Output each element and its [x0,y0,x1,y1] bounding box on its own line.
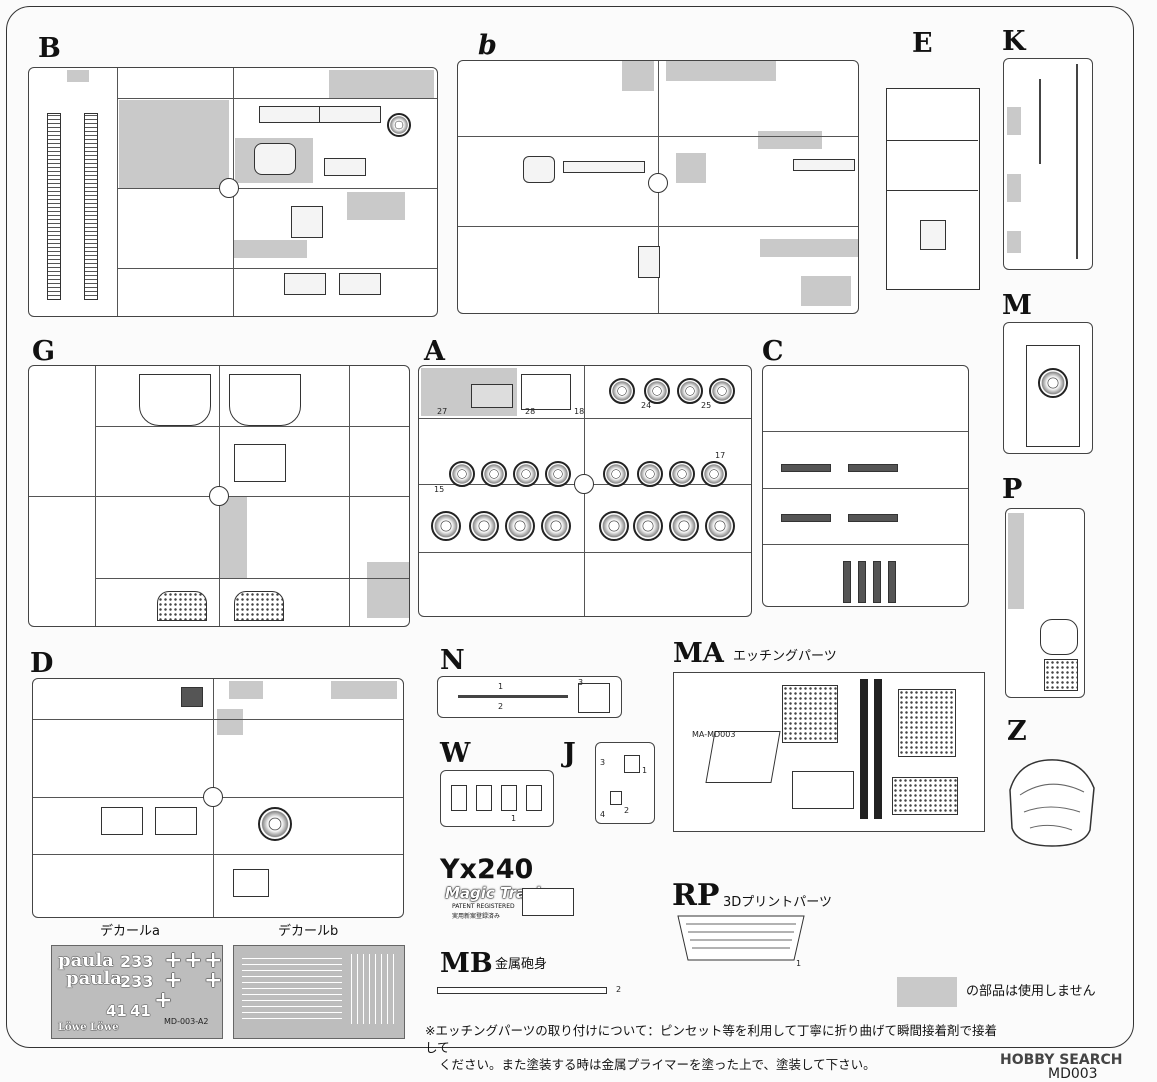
decal-sheet-a: paula paula 233 233 +++ ++ + 41 41 Löwe … [51,945,223,1039]
sprue-M [1003,322,1093,454]
decal-text: paula [66,968,122,989]
watermark: HOBBY SEARCH [1000,1052,1123,1068]
unused-parts-legend: の部品は使用しません [966,984,1096,999]
sprue-MA: MA-MD003 [673,672,985,832]
sprue-J: 3 4 1 2 [595,742,655,824]
decal-text: Löwe [58,1022,87,1033]
sprue-label-Z: Z [1007,716,1027,747]
sprue-P [1005,508,1085,698]
part-number: 3 [600,758,606,767]
sprue-label-P: P [1002,474,1023,505]
etching-note-line2: ください。また塗装する時は金属プライマーを塗った上で、塗装して下さい。 [439,1057,876,1072]
magic-track-label: Yx240 [440,854,534,885]
part-Z [1009,759,1095,847]
part-number: 3 [578,678,584,687]
sprue-E [878,60,986,310]
part-number: 1 [498,682,504,691]
decal-a-title: デカールa [100,924,160,939]
sprue-label-E: E [912,28,933,59]
sprue-label-G: G [32,336,56,367]
sprue-label-D: D [30,648,54,679]
decal-text: 41 [130,1002,151,1020]
decal-b-title: デカールb [278,924,339,939]
metal-barrel-subtitle: 金属砲身 [495,957,548,972]
sprue-label-B: B [38,33,61,64]
sprue-label-RP: RP [672,878,720,913]
product-code: MD003 [1048,1066,1098,1082]
sprue-label-W: W [440,738,471,769]
sheet-frame [6,6,1134,1048]
decal-sheet-b [233,945,405,1039]
sprue-B [28,67,438,317]
decal-code: MD-003-A2 [164,1017,209,1026]
decal-text: Löwe [90,1022,119,1033]
part-number: 2 [624,806,630,815]
part-number: 1 [511,814,517,823]
part-number: 1 [642,766,648,775]
sprue-C [762,365,969,607]
part-number: 15 [434,485,445,494]
sprue-label-MB: MB [440,948,493,979]
part-number: 17 [715,451,726,460]
part-number: 25 [701,401,712,410]
etching-note-line1: ※エッチングパーツの取り付けについて：ピンセット等を利用して丁寧に折り曲げて瞬間… [425,1023,997,1055]
sprue-label-A: A [424,336,445,367]
sprue-b [457,60,859,314]
track-link [522,888,574,916]
sprue-label-M: M [1002,290,1032,321]
sprue-label-MA: MA [673,638,724,669]
part-number: 27 [437,407,448,416]
part-number: 4 [600,810,606,819]
metal-barrel [437,987,607,994]
magic-track-patent-jp: 実用新案登録済み [452,913,501,920]
sprue-label-b: b [478,30,497,61]
decal-text: paula [58,950,114,971]
etching-subtitle: エッチングパーツ [733,649,837,664]
part-number: 28 [525,407,536,416]
sprue-W: 1 [440,770,554,827]
sprue-A: 27 28 18 24 25 17 15 [418,365,752,617]
decal-text: 233 [120,972,154,991]
3d-print-subtitle: 3Dプリントパーツ [723,895,833,910]
sprue-K [1003,58,1093,270]
sprue-label-C: C [762,336,784,367]
3d-print-part [677,915,805,961]
sprue-N: 1 2 3 [437,676,622,718]
decal-text: 233 [120,952,154,971]
sprue-D [32,678,404,918]
sprue-G [28,365,410,627]
part-number: 2 [498,702,504,711]
decal-text: 41 [106,1002,127,1020]
part-number: 18 [574,407,585,416]
unused-parts-swatch [897,977,957,1007]
etching-note: ※エッチングパーツの取り付けについて：ピンセット等を利用して丁寧に折り曲げて瞬間… [425,1022,1005,1073]
part-number: 2 [616,985,622,994]
part-number: 24 [641,401,652,410]
magic-track-logo: Magic Track [445,884,546,902]
sprue-label-N: N [440,645,465,676]
sprue-label-J: J [563,738,576,769]
sprue-label-K: K [1002,26,1026,57]
part-number: 1 [796,959,802,968]
part-number: MA-MD003 [692,730,736,739]
magic-track-patent: PATENT REGISTERED [452,903,515,910]
